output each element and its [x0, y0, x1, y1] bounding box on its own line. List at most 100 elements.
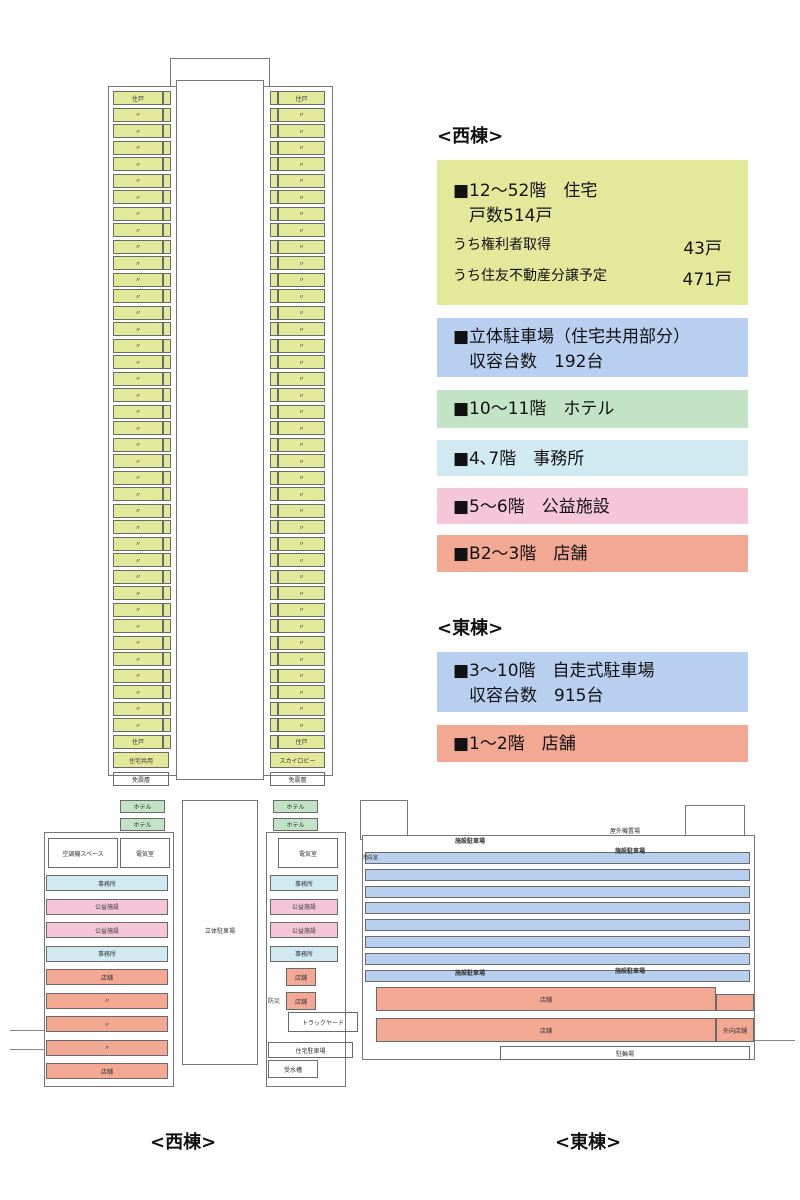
residential-unit-side — [163, 470, 171, 485]
residential-unit-side — [270, 140, 278, 155]
residential-unit-side — [163, 206, 171, 221]
residential-unit-row: 〃 — [113, 536, 163, 551]
podium-floor-shop: 〃 — [46, 1039, 168, 1056]
parking-tower: 立体駐車場 — [182, 800, 258, 1065]
residential-unit-row: 〃 — [278, 190, 325, 204]
podium-floor-shop: 店舗 — [46, 1063, 168, 1079]
residential-unit-side — [270, 157, 278, 171]
residential-unit-side — [270, 602, 278, 617]
residential-unit-row: 〃 — [113, 322, 163, 336]
residential-unit-row: 〃 — [278, 256, 325, 270]
residential-unit-side — [270, 718, 278, 732]
residential-unit-side — [270, 668, 278, 683]
residential-parking: 住宅駐車場 — [268, 1042, 353, 1058]
residential-unit-side — [270, 206, 278, 221]
stairwell-label: 階段室 — [363, 855, 379, 861]
residential-unit-side — [163, 388, 171, 402]
residential-unit-row: 〃 — [113, 157, 163, 171]
east-shop-2f: 店舗 — [376, 987, 716, 1011]
residential-unit-side — [270, 305, 278, 320]
residential-unit-side — [270, 470, 278, 485]
residential-unit-row: 〃 — [278, 305, 325, 320]
residential-unit-row: 〃 — [113, 718, 163, 732]
residential-unit-side — [163, 503, 171, 518]
residential-unit-row: 〃 — [113, 437, 163, 452]
residential-unit-side — [270, 421, 278, 435]
residential-unit-row: 〃 — [278, 239, 325, 254]
parking-level-row — [365, 969, 750, 982]
residential-unit-side — [163, 272, 171, 287]
residential-unit-side — [270, 536, 278, 551]
podium-floor-office: 事務所 — [46, 875, 168, 891]
residential-unit-row: 〃 — [278, 536, 325, 551]
residential-unit-row: 〃 — [113, 586, 163, 600]
residential-unit-row: 〃 — [278, 173, 325, 188]
residential-unit-side — [163, 355, 171, 369]
residential-unit-side — [163, 701, 171, 716]
residential-unit-side — [270, 404, 278, 419]
residential-unit-side — [163, 569, 171, 584]
residential-unit-side — [270, 272, 278, 287]
residential-unit-side — [270, 190, 278, 204]
residential-unit-row: 〃 — [113, 701, 163, 716]
residential-unit-row: 〃 — [113, 454, 163, 468]
residential-unit-row: 〃 — [278, 157, 325, 171]
residential-unit-row: 〃 — [113, 223, 163, 237]
electric-room: 電気室 — [278, 838, 338, 868]
residential-unit-side — [270, 619, 278, 633]
residential-unit-row: 〃 — [113, 569, 163, 584]
residential-unit-side — [163, 553, 171, 567]
residential-unit-side — [163, 305, 171, 320]
ac-space: 空調機スペース — [48, 838, 118, 868]
podium-floor-public: 公益施設 — [270, 922, 338, 938]
residential-unit-row: 〃 — [278, 635, 325, 650]
residential-unit-side — [270, 355, 278, 369]
residential-unit-side — [270, 734, 278, 749]
residential-unit-side — [270, 520, 278, 534]
parking-level-row — [365, 952, 750, 965]
electric-room: 電気室 — [120, 838, 170, 868]
shop-floor: 店舗 — [286, 992, 316, 1010]
residential-unit-side — [163, 437, 171, 452]
residential-unit-side — [270, 454, 278, 468]
residential-unit-row: 〃 — [278, 619, 325, 633]
residential-unit-row: 〃 — [113, 388, 163, 402]
podium-floor-office: 事務所 — [46, 945, 168, 962]
residential-unit-side — [270, 91, 278, 105]
legend-east-parking: ■3〜10階 自走式駐車場 収容台数 915台 — [437, 652, 748, 712]
residential-unit-row: 〃 — [278, 718, 325, 732]
residential-unit-row: 〃 — [278, 404, 325, 419]
residential-unit-side — [163, 239, 171, 254]
sky-lobby: スカイロビー — [270, 752, 325, 768]
outdoor-unit-label: 屋外機置場 — [610, 828, 641, 835]
shop-floor: 店舗 — [286, 968, 316, 986]
residential-unit-side — [270, 371, 278, 386]
podium-floor-office: 事務所 — [270, 945, 338, 962]
podium-floor-public: 公益施設 — [270, 898, 338, 915]
residential-unit-side — [163, 635, 171, 650]
facility-parking-label: 施設駐車場 — [615, 968, 646, 975]
residential-unit-row: 〃 — [278, 437, 325, 452]
residential-unit-side — [270, 569, 278, 584]
residential-unit-side — [163, 536, 171, 551]
residential-unit-row: 〃 — [278, 140, 325, 155]
legend-parking: ■立体駐車場（住宅共用部分） 収容台数 192台 — [437, 318, 748, 377]
residential-unit-row: 〃 — [278, 454, 325, 468]
residential-unit-row: 〃 — [113, 553, 163, 567]
residential-unit-row: 〃 — [113, 487, 163, 501]
residential-unit-row: 〃 — [278, 586, 325, 600]
residential-unit-row: 〃 — [113, 239, 163, 254]
west-caption: <西棟> — [150, 1132, 217, 1153]
residential-unit-row: 〃 — [278, 272, 325, 287]
residential-unit-row: 〃 — [113, 305, 163, 320]
legend-office: ■4､7階 事務所 — [437, 440, 748, 476]
residential-unit-side — [163, 124, 171, 138]
residential-unit-side — [163, 454, 171, 468]
residential-unit-row: 〃 — [278, 421, 325, 435]
residential-unit-side — [270, 289, 278, 303]
residential-unit-row: 〃 — [113, 140, 163, 155]
residential-unit-side — [163, 190, 171, 204]
residential-unit-side — [163, 91, 171, 105]
